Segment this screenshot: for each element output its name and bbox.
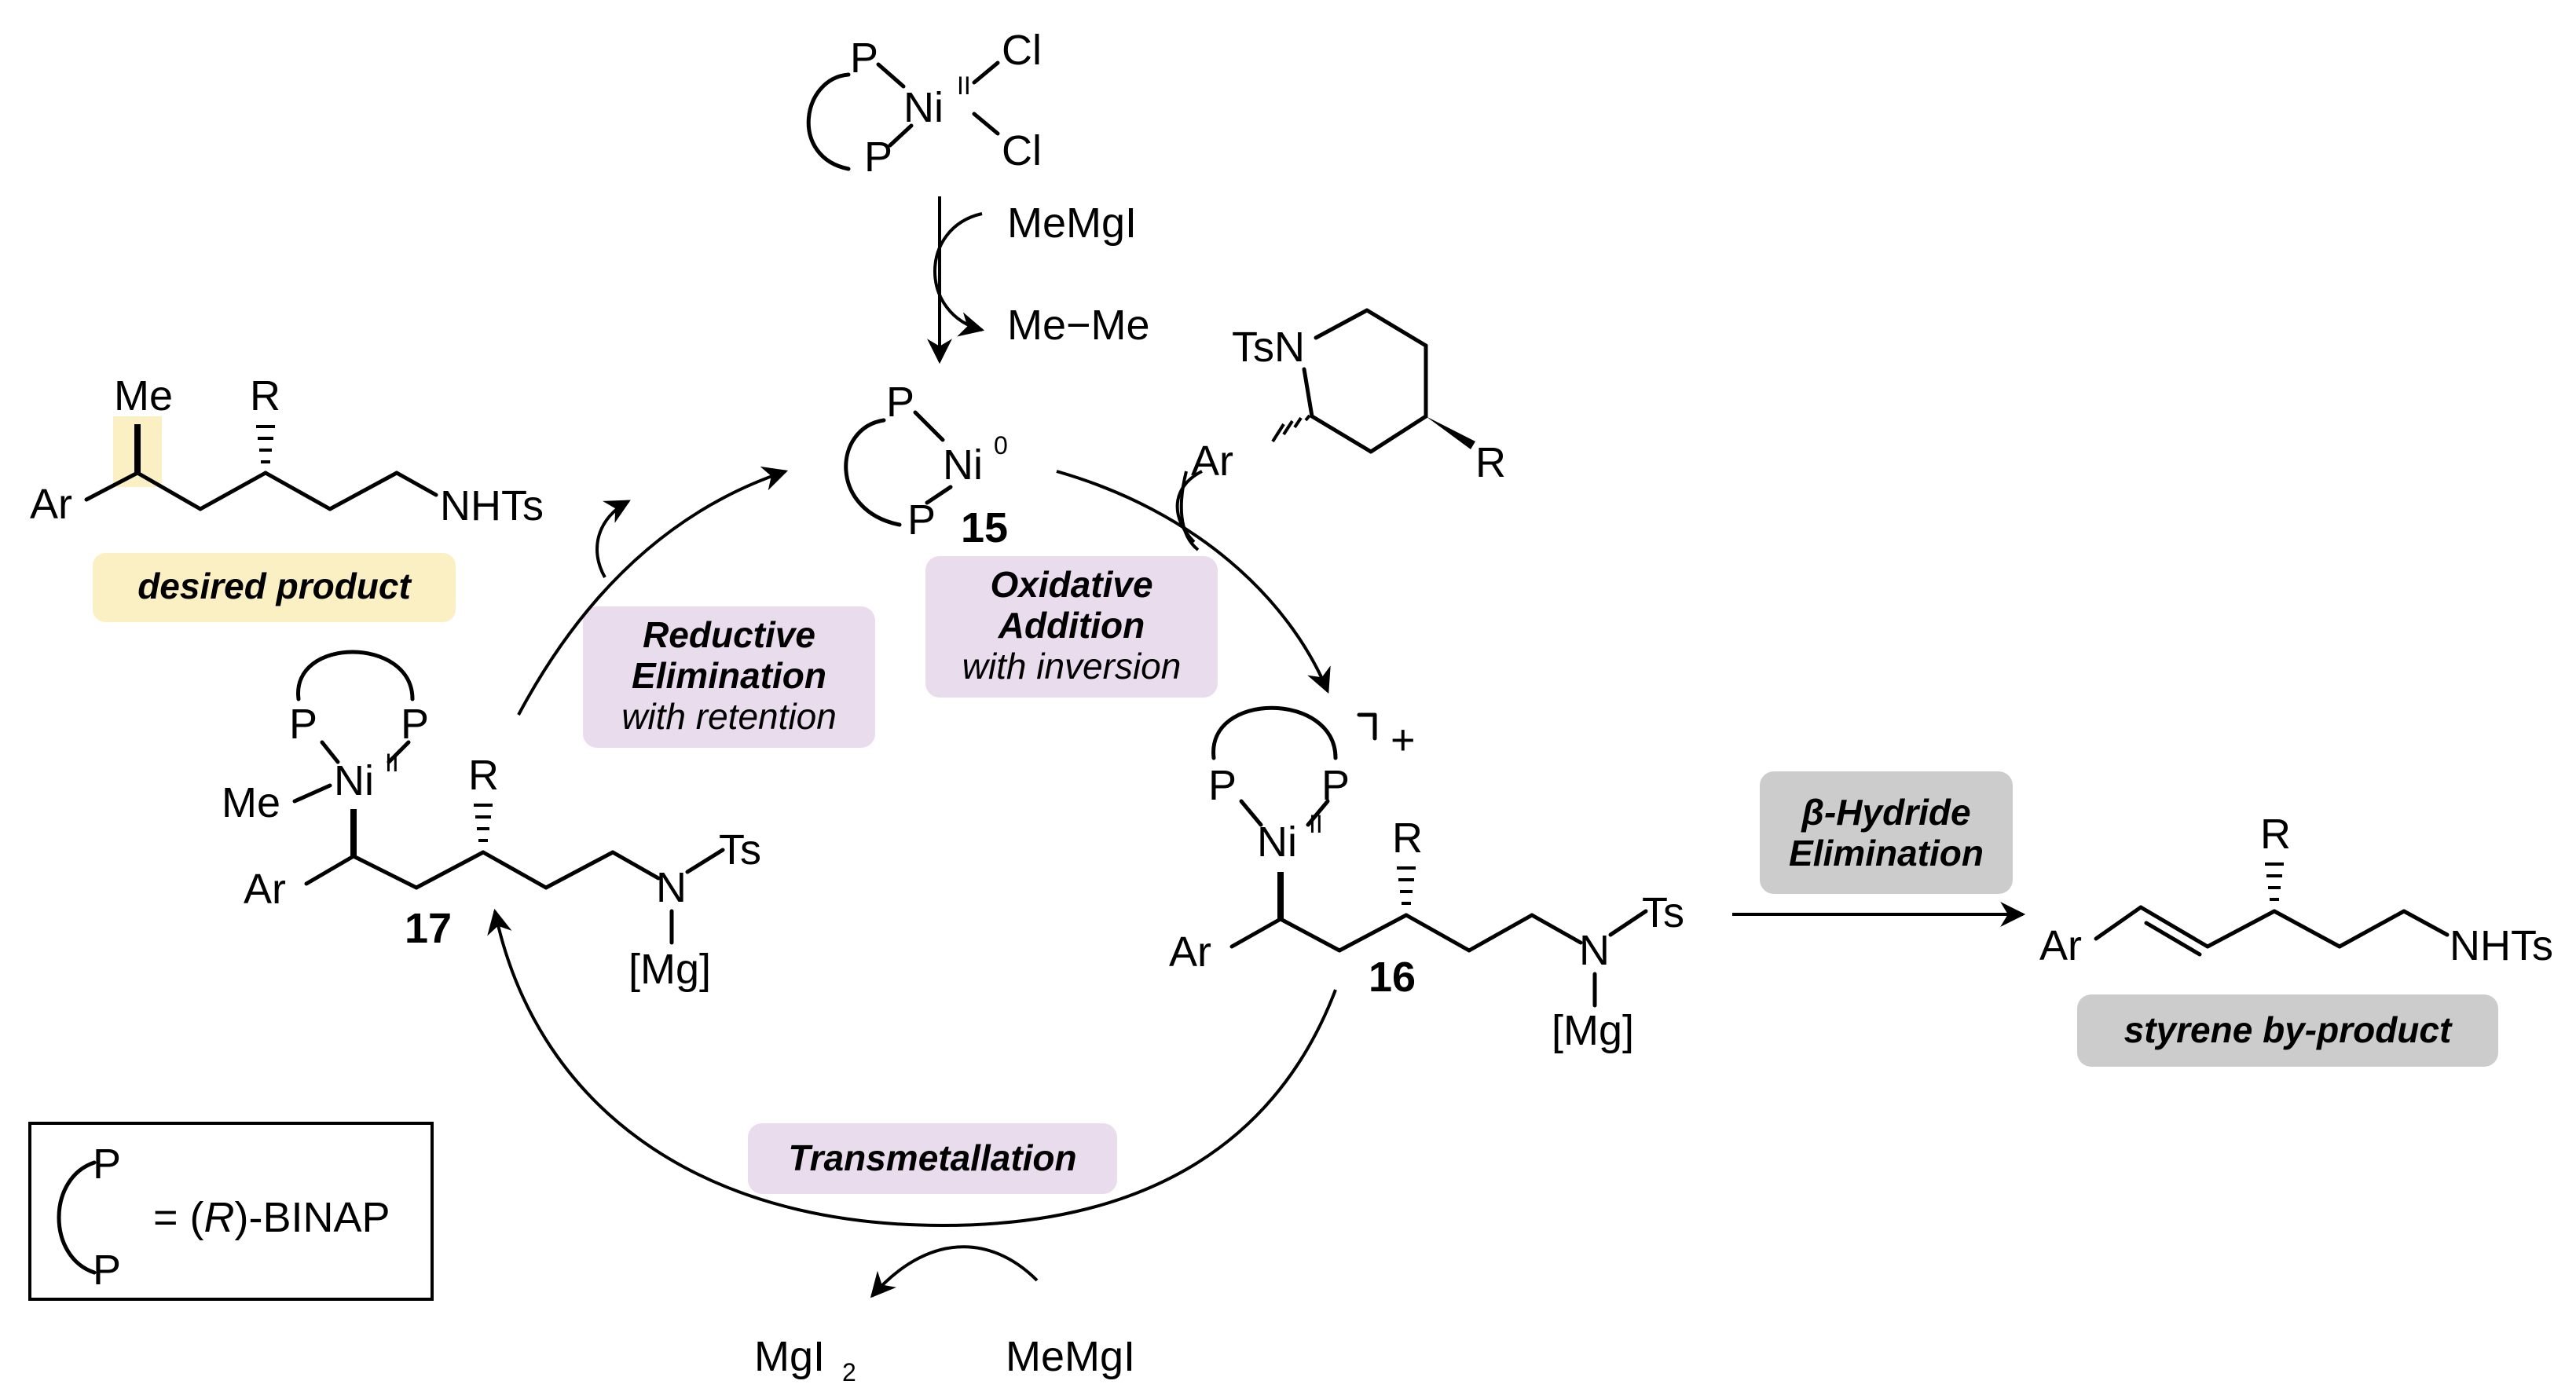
oxidative-addition-label: Oxidative Addition with inversion — [962, 564, 1182, 687]
binap-legend: P P = (R)-BINAP — [28, 1122, 434, 1301]
svg-text:R: R — [1475, 439, 1506, 486]
svg-text:II: II — [957, 71, 971, 100]
svg-text:P: P — [401, 701, 429, 748]
svg-text:II: II — [385, 749, 399, 777]
svg-text:R: R — [1392, 815, 1423, 862]
svg-text:Ni: Ni — [903, 84, 944, 131]
styrene-product: Ar R NHTs styrene by-product — [2039, 811, 2553, 1050]
compound-16: + P P Ni II Ar R N Ts [Mg] 16 — [1169, 705, 1684, 1054]
svg-text:N: N — [1579, 927, 1610, 974]
svg-text:= (R)-BINAP: = (R)-BINAP — [153, 1194, 390, 1241]
svg-text:Reductive: Reductive — [643, 614, 815, 655]
catalyst-15: P P Ni 0 15 — [844, 379, 1008, 551]
svg-text:with inversion: with inversion — [962, 646, 1182, 687]
svg-text:Ar: Ar — [1169, 928, 1211, 976]
svg-text:MgI: MgI — [754, 1333, 825, 1380]
svg-text:TsN: TsN — [1232, 324, 1305, 371]
reductive-elimination-box — [583, 606, 875, 748]
svg-text:R: R — [468, 752, 499, 799]
svg-text:N: N — [656, 864, 687, 911]
svg-text:Ts: Ts — [719, 826, 761, 873]
svg-text:[Mg]: [Mg] — [628, 946, 711, 993]
cycle-arrows — [487, 466, 1337, 1228]
svg-text:[Mg]: [Mg] — [1552, 1007, 1634, 1054]
svg-text:Me: Me — [114, 372, 173, 419]
svg-text:MeMgI: MeMgI — [1007, 200, 1137, 247]
svg-text:Ni: Ni — [1257, 819, 1297, 866]
svg-text:Ar: Ar — [244, 866, 286, 913]
styrene-byproduct-highlight — [2077, 994, 2498, 1067]
svg-text:II: II — [1309, 810, 1323, 838]
svg-text:R: R — [250, 372, 280, 419]
svg-text:MeMgI: MeMgI — [1006, 1333, 1135, 1380]
svg-text:Oxidative: Oxidative — [990, 564, 1152, 605]
svg-text:Addition: Addition — [998, 605, 1145, 646]
svg-text:Me−Me: Me−Me — [1007, 302, 1150, 349]
svg-text:P: P — [1208, 762, 1237, 809]
desired-product-hash-bond — [256, 425, 275, 463]
cpd16-hash-bond — [1397, 866, 1416, 905]
svg-text:Ar: Ar — [2039, 922, 2082, 969]
product-exit-arrow — [595, 500, 631, 578]
svg-text:Cl: Cl — [1002, 27, 1042, 74]
svg-text:P: P — [850, 35, 878, 82]
compound-17: P P Ni II Me Ar R N Ts [Mg] 17 — [222, 650, 761, 993]
transmetallation-box — [748, 1123, 1117, 1194]
svg-text:Ar: Ar — [1191, 438, 1233, 485]
beta-hydride-label: β-Hydride Elimination — [1789, 792, 1984, 873]
reductive-elimination-label: Reductive Elimination with retention — [621, 614, 837, 737]
svg-text:P: P — [907, 496, 936, 544]
svg-text:Ts: Ts — [1642, 889, 1684, 936]
transmetallation-label: Transmetallation — [788, 1137, 1076, 1178]
svg-text:styrene by-product: styrene by-product — [2124, 1009, 2453, 1050]
svg-text:Cl: Cl — [1002, 127, 1042, 174]
precatalyst: P P Ni II Cl Cl — [806, 27, 1042, 181]
svg-text:P: P — [886, 379, 914, 426]
svg-text:P: P — [93, 1141, 121, 1188]
activation-arrows: MeMgI Me−Me — [927, 196, 1150, 364]
desired-product-highlight — [93, 553, 456, 622]
transmetallation-reagents: MgI 2 MeMgI — [754, 1245, 1135, 1386]
svg-text:P: P — [864, 134, 892, 181]
svg-text:desired product: desired product — [137, 566, 412, 606]
svg-text:NHTs: NHTs — [2450, 922, 2553, 969]
svg-text:with retention: with retention — [621, 696, 837, 737]
substrate-piperidine: TsN Ar R — [1191, 308, 1506, 486]
svg-text:+: + — [1391, 716, 1416, 764]
svg-text:Elimination: Elimination — [632, 655, 826, 696]
svg-text:Me: Me — [222, 779, 280, 826]
styrene-hash-bond — [2265, 862, 2284, 901]
svg-text:0: 0 — [994, 431, 1008, 460]
oxidative-addition-box — [925, 556, 1218, 698]
svg-text:2: 2 — [842, 1358, 856, 1386]
svg-text:Elimination: Elimination — [1789, 833, 1984, 873]
svg-text:β-Hydride: β-Hydride — [1801, 792, 1970, 833]
svg-text:P: P — [93, 1247, 121, 1294]
svg-text:Ni: Ni — [334, 757, 374, 804]
svg-text:Ni: Ni — [943, 441, 983, 489]
svg-text:16: 16 — [1369, 954, 1416, 1001]
svg-text:P: P — [289, 701, 317, 748]
cpd17-hash-bond — [474, 804, 493, 842]
substrate-hash-bond — [1271, 414, 1311, 443]
substrate-entry-arrow — [1175, 470, 1203, 544]
beta-hydride-box — [1760, 771, 2013, 894]
svg-text:NHTs: NHTs — [440, 482, 544, 529]
svg-text:15: 15 — [961, 504, 1008, 551]
svg-text:R: R — [2260, 811, 2291, 858]
svg-text:17: 17 — [405, 905, 452, 952]
svg-text:Ar: Ar — [30, 481, 72, 528]
desired-product: Me Ar R NHTs desired product — [30, 372, 544, 606]
